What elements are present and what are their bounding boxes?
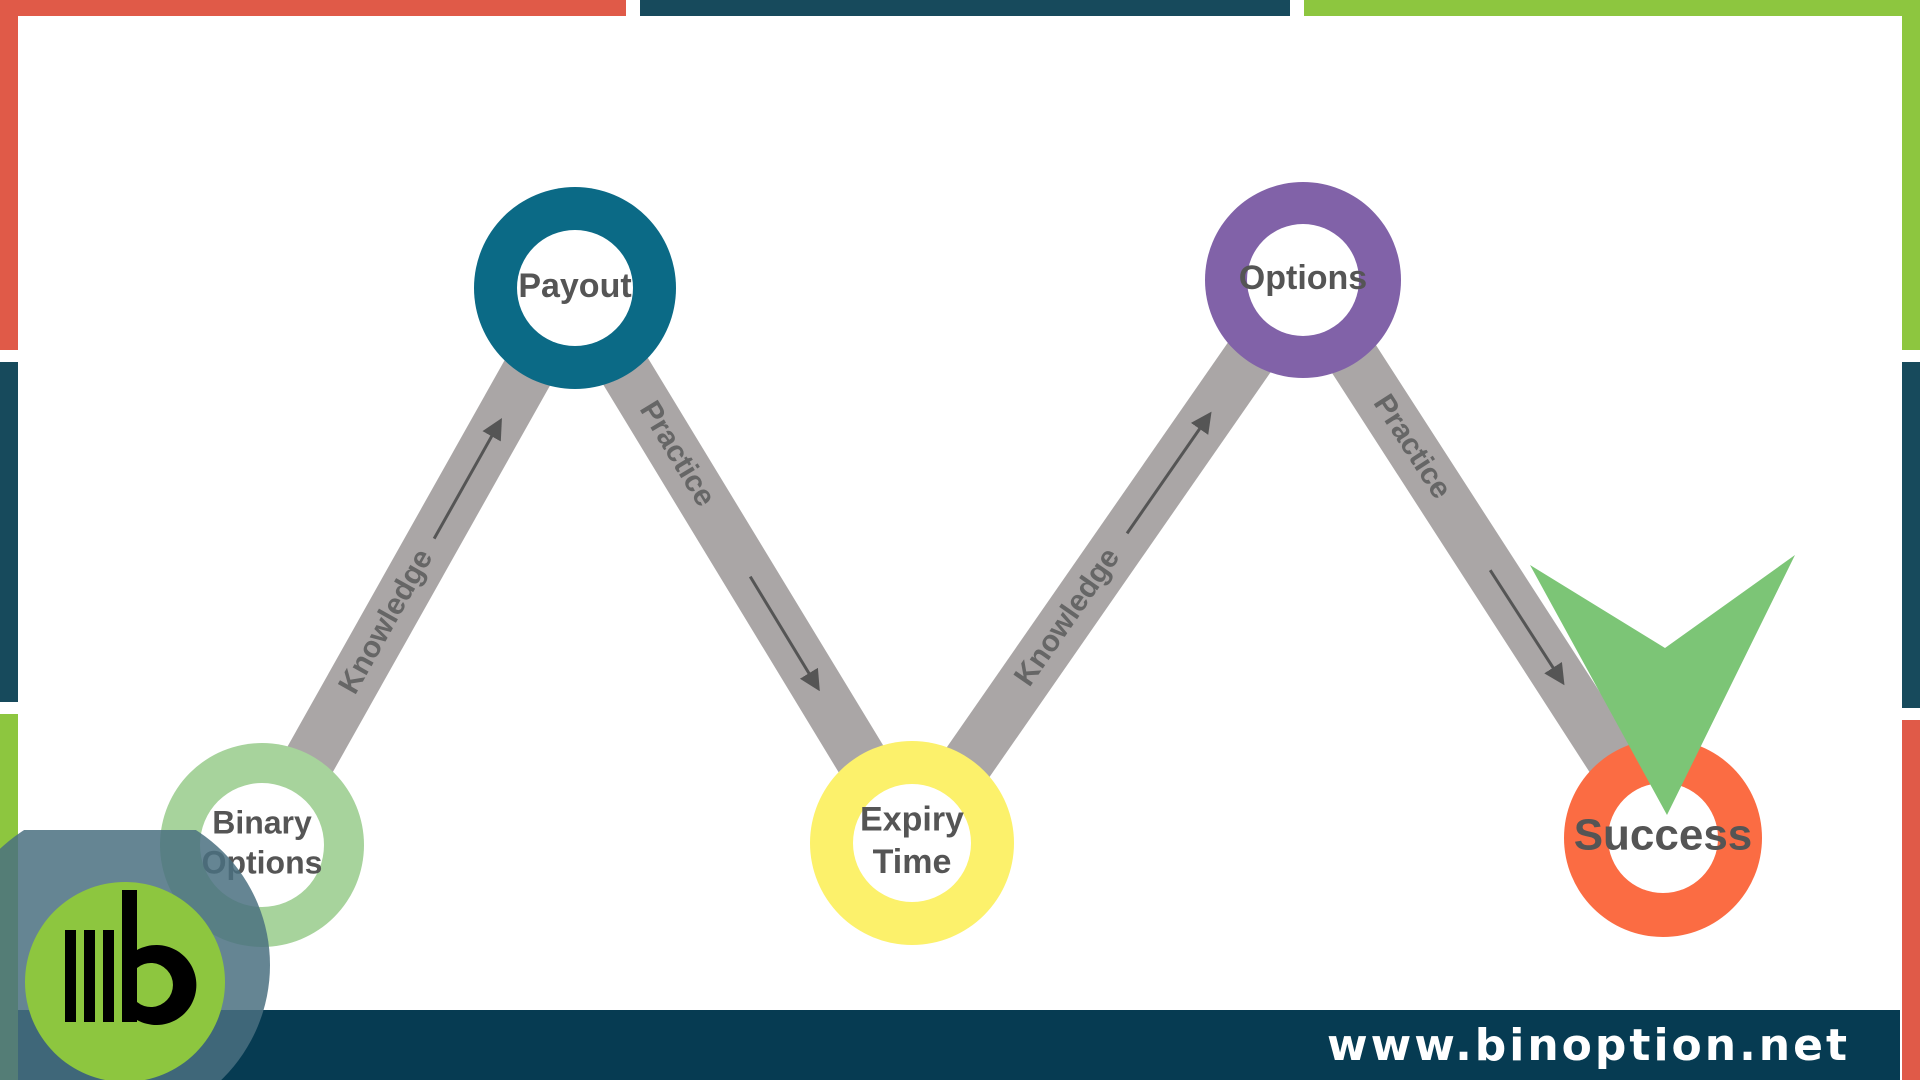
direction-arrow-icon bbox=[1125, 411, 1212, 535]
frame-top-red bbox=[0, 0, 626, 16]
frame-right-green bbox=[1902, 0, 1920, 350]
node-options: Options bbox=[1205, 182, 1401, 378]
direction-arrow-icon bbox=[432, 418, 502, 540]
footer-url[interactable]: www.binoption.net bbox=[1326, 1020, 1850, 1071]
node-center bbox=[1608, 783, 1718, 893]
direction-arrow-icon bbox=[748, 575, 820, 692]
node-center bbox=[517, 230, 633, 346]
logo-bars-icon bbox=[65, 890, 197, 1025]
connector-options-to-success: Practice bbox=[1281, 265, 1685, 853]
frame-right-navy bbox=[1902, 362, 1920, 708]
connector-band bbox=[1281, 265, 1685, 853]
node-center bbox=[1247, 224, 1359, 336]
frame-left-red bbox=[0, 0, 18, 350]
frame-left-navy bbox=[0, 362, 18, 702]
connector-band bbox=[890, 265, 1325, 858]
connector-band bbox=[552, 274, 935, 857]
frame-top-navy bbox=[640, 0, 1290, 16]
connector-band bbox=[239, 275, 598, 858]
node-label: Success bbox=[1574, 811, 1753, 860]
connector-expiry-time-to-options: Knowledge bbox=[890, 265, 1325, 858]
edge-label: Knowledge bbox=[1008, 542, 1126, 692]
direction-arrow-icon bbox=[1488, 569, 1565, 686]
node-success: Success bbox=[1564, 739, 1762, 937]
checkmark-icon bbox=[1530, 555, 1795, 815]
check-layer bbox=[1530, 555, 1795, 815]
frame-right-red bbox=[1902, 720, 1920, 1080]
frame-top-green bbox=[1304, 0, 1920, 16]
footer-bar bbox=[18, 1010, 1900, 1080]
node-center bbox=[853, 784, 971, 902]
binoption-logo-icon bbox=[0, 830, 270, 1080]
node-payout: Payout bbox=[474, 187, 676, 389]
node-label: Payout bbox=[518, 267, 631, 305]
node-label: Options bbox=[1239, 259, 1367, 297]
